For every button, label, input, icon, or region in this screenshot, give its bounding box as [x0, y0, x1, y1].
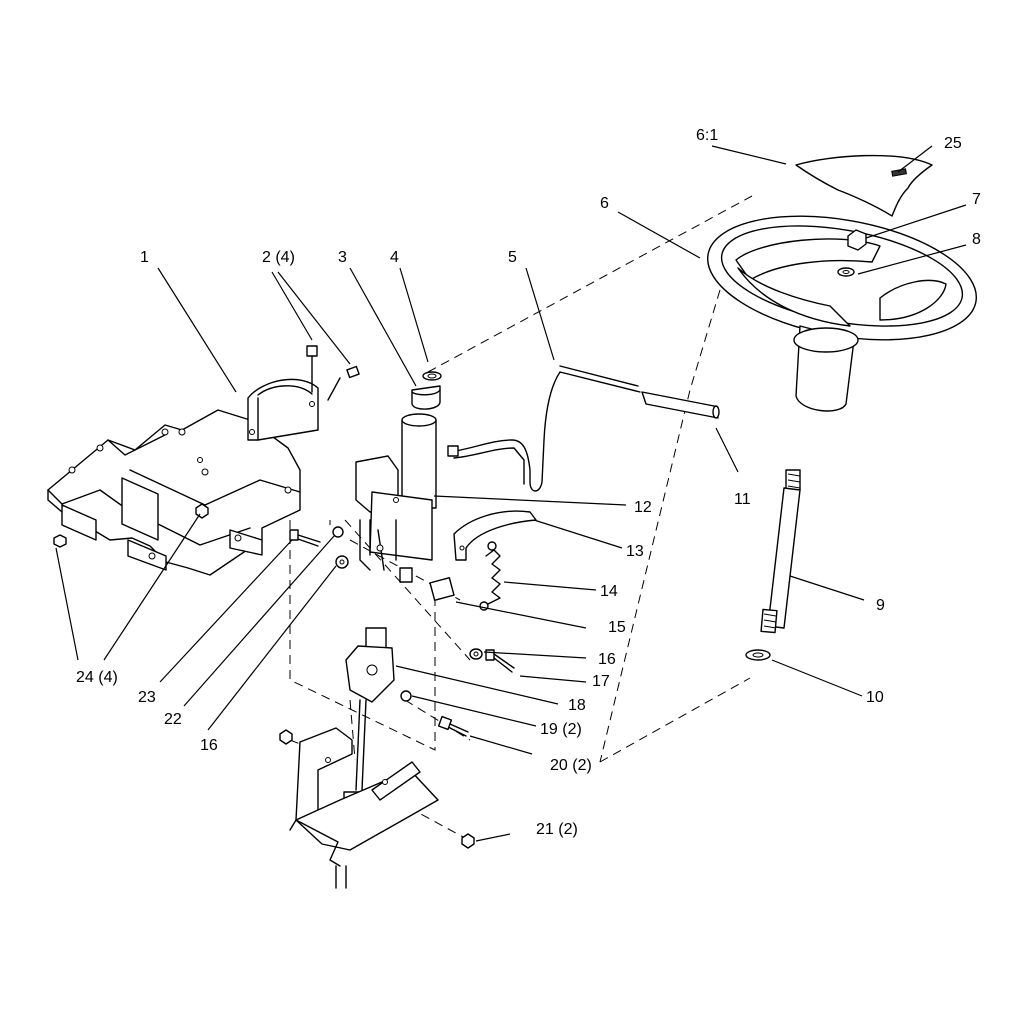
callout-17: 17 [592, 673, 610, 690]
callout-22: 22 [164, 711, 182, 728]
callout-labels: 1 2 (4) 3 4 5 6 6:1 25 7 8 11 12 13 14 1… [76, 127, 981, 838]
callout-23: 23 [138, 689, 156, 706]
callout-1: 1 [140, 249, 149, 266]
callout-14: 14 [600, 583, 618, 600]
callout-3: 3 [338, 249, 347, 266]
callout-15: 15 [608, 619, 626, 636]
callout-8: 8 [972, 231, 981, 248]
callout-7: 7 [972, 191, 981, 208]
column-bracket [247, 345, 360, 441]
latch-plate [399, 510, 537, 611]
callout-24: 24 (4) [76, 669, 118, 686]
callout-5: 5 [508, 249, 517, 266]
mounting-plate [47, 409, 301, 576]
callout-12: 12 [634, 499, 652, 516]
callout-11: 11 [734, 491, 751, 508]
lower-bracket [279, 727, 439, 889]
callout-19: 19 (2) [540, 721, 582, 738]
callout-21: 21 (2) [536, 821, 578, 838]
callout-16-left: 16 [200, 737, 218, 754]
callout-2: 2 (4) [262, 249, 295, 266]
lift-lever [447, 365, 720, 492]
steering-wheel [706, 154, 978, 412]
hardware [289, 526, 515, 849]
callout-9: 9 [876, 597, 885, 614]
leader-lines [55, 145, 967, 842]
callout-25: 25 [944, 135, 962, 152]
callout-16-right: 16 [598, 651, 616, 668]
callout-6: 6 [600, 195, 609, 212]
callout-18: 18 [568, 697, 586, 714]
callout-20: 20 (2) [550, 757, 592, 774]
steering-column [355, 371, 442, 571]
callout-13: 13 [626, 543, 644, 560]
callout-4: 4 [390, 249, 399, 266]
callout-6-1: 6:1 [696, 127, 718, 144]
callout-10: 10 [866, 689, 884, 706]
steering-shaft [745, 469, 801, 661]
